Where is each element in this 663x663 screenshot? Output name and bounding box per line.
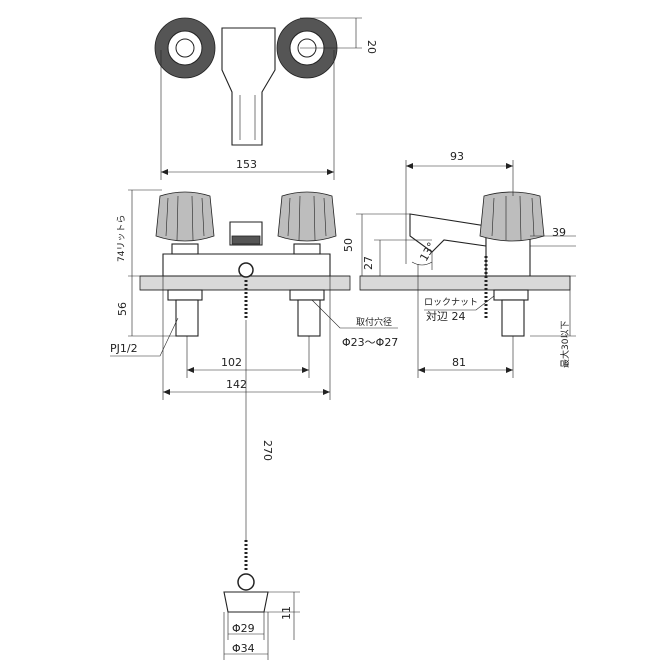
dim-side-width: 93: [450, 150, 464, 163]
top-view: 20 153: [154, 17, 378, 180]
front-left-handle: [155, 191, 215, 255]
label-hole: 取付穴径: [356, 316, 392, 328]
dim-spout-height: 50: [342, 238, 355, 252]
dim-chain-length: 270: [261, 440, 274, 461]
front-left-shank: [167, 289, 203, 337]
front-right-handle: [277, 191, 337, 255]
dim-below-counter: 56: [116, 302, 129, 316]
dim-side-39: 39: [552, 226, 566, 239]
label-lock-nut: ロックナット: [424, 297, 478, 308]
dim-side-81: 81: [452, 356, 466, 369]
label-pipe-thread: PJ1/2: [110, 342, 138, 355]
side-handle: [479, 191, 545, 242]
side-view: 93 50 27 13° 39 ロックナット 対辺 24 最大30以下 81: [342, 150, 576, 378]
top-left-handle: [154, 17, 216, 79]
drain-plug: 11 Φ29 Φ34: [223, 573, 300, 660]
dim-max-thickness: 最大30以下: [559, 321, 571, 368]
front-right-shank: [289, 289, 325, 337]
dim-plug-small: Φ29: [232, 622, 255, 635]
dim-spout-lower: 27: [362, 256, 375, 270]
dim-handle-clearance: 74リットら: [116, 215, 127, 262]
dim-center-distance: 102: [221, 356, 242, 369]
front-view: 74リットら 56 PJ1/2 取付穴径 Φ23～Φ27 102 142 270: [110, 189, 398, 572]
label-hole-range: Φ23～Φ27: [342, 336, 398, 349]
dim-overall-width: 142: [226, 378, 247, 391]
dim-plug-height: 11: [280, 606, 293, 620]
label-lock-nut-size: 対辺 24: [426, 309, 466, 323]
chain-ring: [238, 262, 254, 278]
dim-top-height: 20: [365, 40, 378, 54]
dim-plug-large: Φ34: [232, 642, 255, 655]
dim-top-width: 153: [236, 158, 257, 171]
